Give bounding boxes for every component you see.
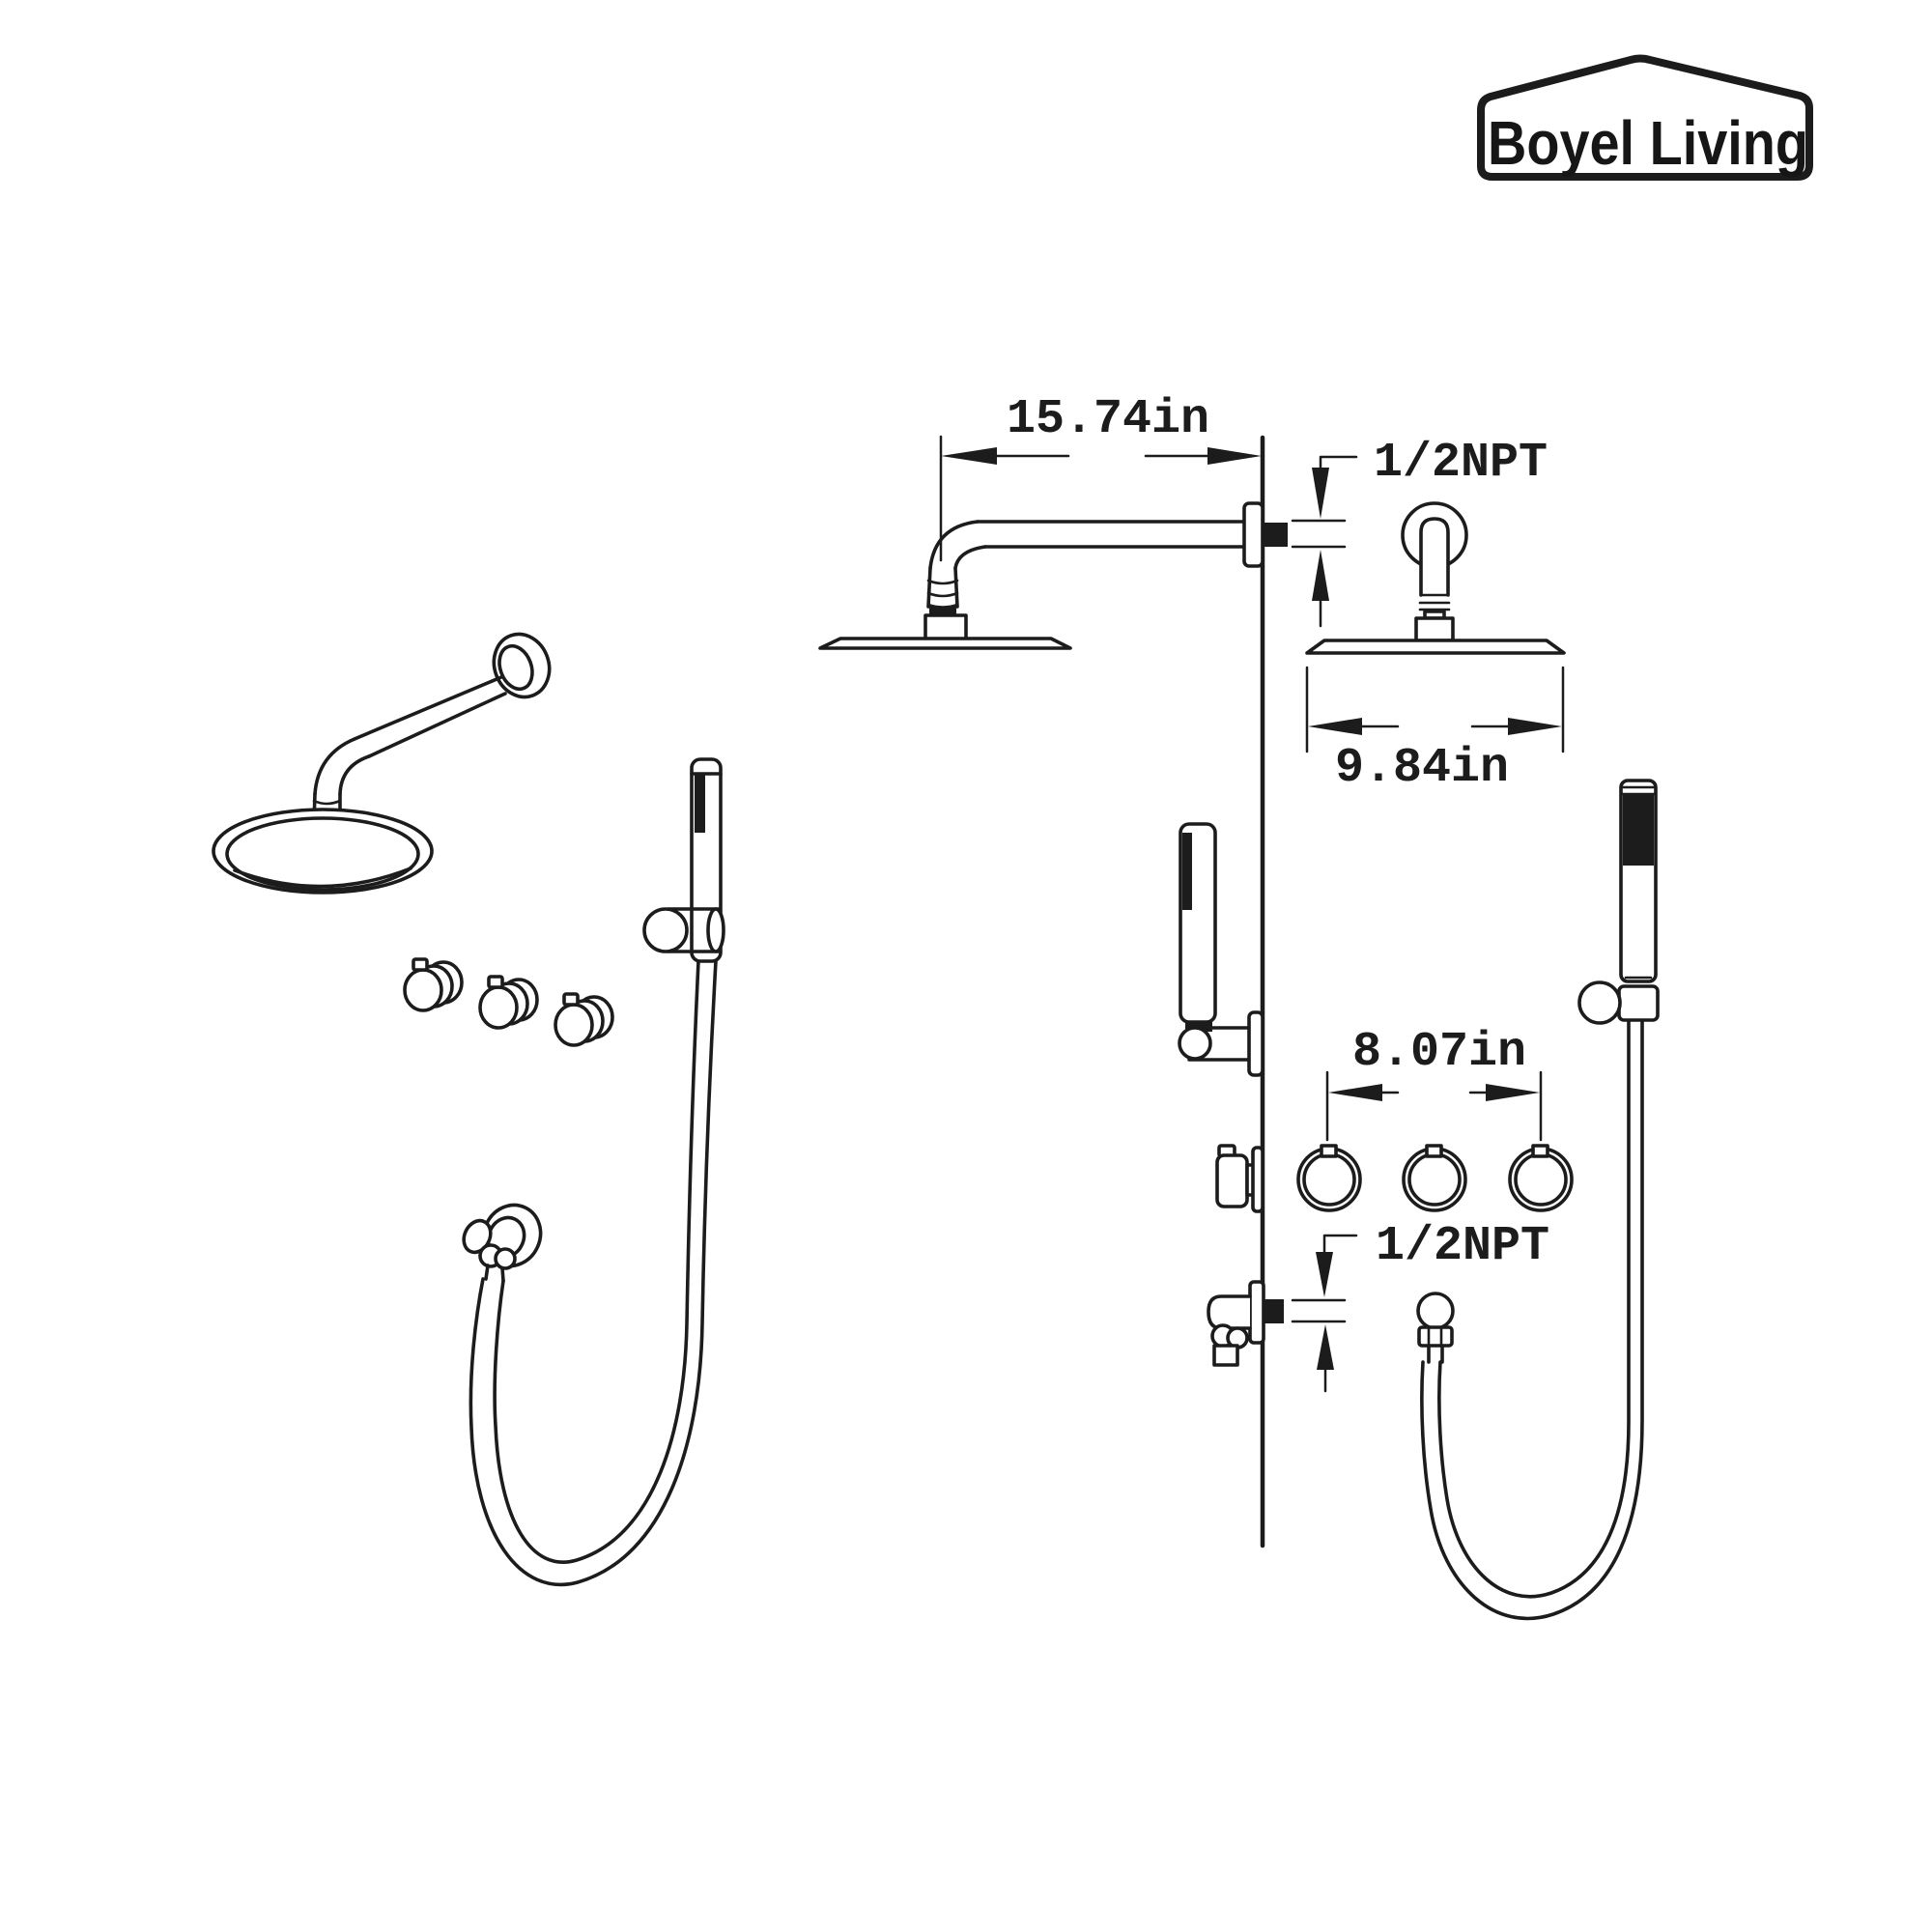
valve-knob xyxy=(554,992,614,1047)
hand-shower-hose xyxy=(469,959,718,1587)
logo-house-outline xyxy=(1477,54,1813,181)
perspective-view xyxy=(212,632,725,1587)
valve-knob-front xyxy=(1296,1144,1362,1212)
rain-shower-head xyxy=(212,808,434,895)
valve-knob-front xyxy=(1508,1144,1574,1212)
inlet-nipple xyxy=(1263,523,1288,547)
arm-wall-flange-side xyxy=(1242,501,1264,568)
front-views: 9.84in xyxy=(1296,501,1660,1621)
logo-text: Boyel Living xyxy=(1488,108,1808,178)
shower-arm-side xyxy=(818,501,1288,650)
shower-head-plate-front xyxy=(1305,639,1566,655)
shower-head-front xyxy=(1305,501,1566,655)
spray-face xyxy=(1623,794,1654,866)
dim-arm-length-label: 15.74in xyxy=(1007,392,1209,447)
hand-shower xyxy=(642,757,725,963)
top-thread-label: 1/2NPT xyxy=(1374,436,1548,491)
brand-logo: Boyel Living xyxy=(1477,54,1813,181)
valve-knobs-front xyxy=(1296,1144,1574,1212)
head-diameter-label: 9.84in xyxy=(1335,741,1509,796)
shower-head-plate-side xyxy=(818,637,1072,650)
dim-arm-length xyxy=(939,435,1262,562)
valve-knobs xyxy=(403,957,614,1047)
hand-shower-side xyxy=(1178,822,1264,1077)
valve-knob xyxy=(478,975,539,1030)
dim-head-diameter xyxy=(1305,666,1565,753)
dim-valve-spacing xyxy=(1325,1070,1543,1142)
outlet-elbow-side xyxy=(1207,1280,1284,1367)
valve-knob-front xyxy=(1402,1144,1467,1212)
callout-top-thread xyxy=(1291,455,1358,628)
outlet-nipple xyxy=(1264,1299,1284,1323)
callout-bottom-thread xyxy=(1291,1234,1358,1393)
valve-spacing-label: 8.07in xyxy=(1352,1025,1526,1080)
valve-knob xyxy=(403,957,464,1012)
side-view: 15.74in 1/2NPT xyxy=(818,392,1549,1548)
hose-connector xyxy=(1416,1292,1455,1364)
hand-shower-front xyxy=(1577,779,1660,1025)
bottom-thread-label: 1/2NPT xyxy=(1376,1219,1549,1274)
holder-knuckle xyxy=(642,907,689,953)
hand-shower-hose-front xyxy=(1420,1019,1644,1621)
spray-face xyxy=(695,775,705,833)
valve-knob-side xyxy=(1215,1144,1264,1213)
wall-outlet-elbow xyxy=(462,1203,543,1283)
